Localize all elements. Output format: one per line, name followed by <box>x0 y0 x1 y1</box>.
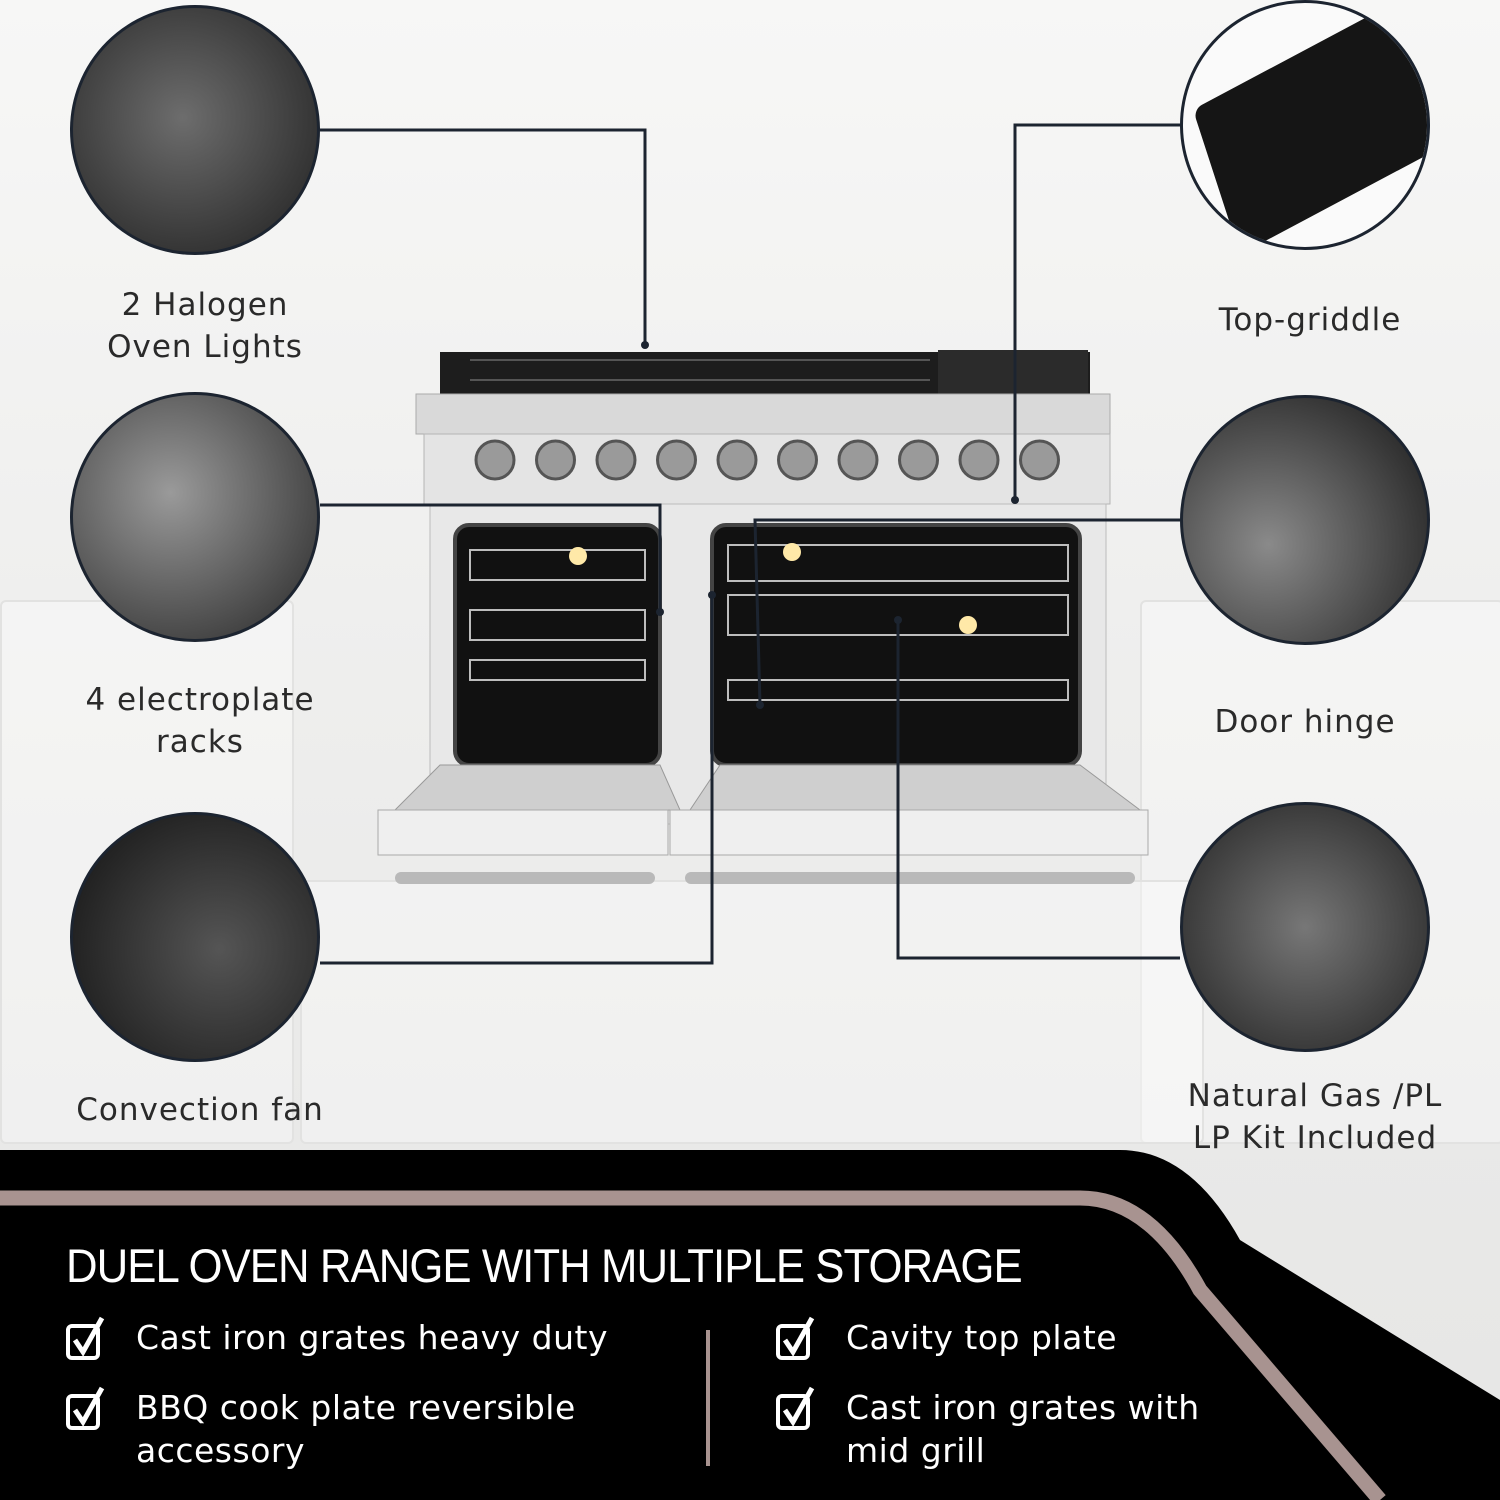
feature-text: Cast iron grates heavy duty <box>136 1318 608 1357</box>
leader-lines <box>320 123 1180 965</box>
checkbox-check-icon <box>66 1316 105 1360</box>
burner-knob <box>777 439 818 481</box>
burner-knob <box>474 439 516 481</box>
door-hinge-detail-image <box>1180 395 1430 645</box>
control-panel <box>423 433 1111 505</box>
griddle-plate <box>938 350 1088 394</box>
feature-item: Cavity top plate <box>776 1316 1117 1360</box>
burner-knob <box>535 439 576 481</box>
left-oven-cavity <box>453 523 662 767</box>
checkbox-check-icon <box>776 1316 815 1360</box>
knobs <box>474 439 1060 481</box>
banner-title: DUEL OVEN RANGE WITH MULTIPLE STORAGE <box>66 1239 1023 1292</box>
feature-item: Cast iron grates heavy duty <box>66 1316 608 1360</box>
background-range <box>300 880 1204 1144</box>
top-griddle-detail-image <box>1180 0 1430 250</box>
burner-knob <box>595 439 637 481</box>
label-racks: 4 electroplate racks <box>85 682 315 760</box>
racks-detail-image <box>70 392 320 642</box>
right-oven-cavity <box>710 523 1082 767</box>
halogen-lights-detail-image <box>70 5 320 255</box>
label-gas-kit: Natural Gas /PL LP Kit Included <box>1187 1078 1443 1156</box>
label-top-griddle: Top-griddle <box>1218 302 1402 338</box>
burner-knob <box>1019 439 1060 481</box>
feature-item: Cast iron grates with mid grill <box>776 1386 1200 1472</box>
checkbox-check-icon <box>776 1386 815 1430</box>
feature-text: Cavity top plate <box>846 1318 1118 1357</box>
burner-knob <box>716 439 758 481</box>
feature-divider <box>706 1330 710 1466</box>
label-door-hinge: Door hinge <box>1214 704 1396 740</box>
label-halogen-lights: 2 Halogen Oven Lights <box>107 287 303 365</box>
burner-knob <box>837 439 879 481</box>
checkbox-check-icon <box>66 1386 105 1430</box>
label-convection-fan: Convection fan <box>76 1092 324 1128</box>
gas-kit-detail-image <box>1180 802 1430 1052</box>
convection-fan-detail-image <box>70 812 320 1062</box>
burner-knob <box>958 439 1000 481</box>
feature-text: BBQ cook plate reversible accessory <box>136 1388 576 1470</box>
feature-text: Cast iron grates with mid grill <box>846 1388 1200 1470</box>
burner-knob <box>898 439 939 481</box>
feature-item: BBQ cook plate reversible accessory <box>66 1386 576 1472</box>
burner-knob <box>656 439 697 481</box>
